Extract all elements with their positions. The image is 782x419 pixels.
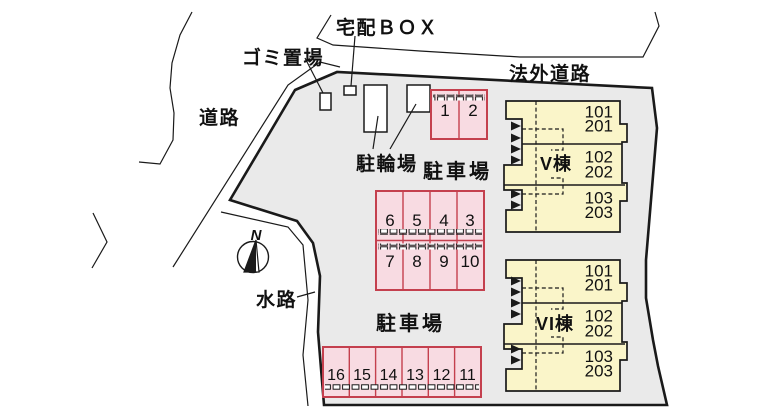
waterway-label: 水路 — [256, 288, 297, 311]
parking-space-10: 10 — [461, 252, 480, 271]
delivery-box-unit — [343, 85, 357, 96]
parking-block-middle: 6 5 4 3 7 8 9 10 — [375, 190, 485, 291]
garbage-area-label: ゴミ置場 — [242, 46, 324, 69]
parking-space-7: 7 — [385, 252, 394, 271]
parking-space-13: 13 — [406, 367, 424, 384]
waterway-leader — [296, 291, 316, 298]
bicycle-leader-2 — [389, 103, 417, 150]
room-102: 102 — [585, 148, 613, 167]
road-top-label: 法外道路 — [509, 62, 591, 85]
room-202: 202 — [585, 163, 613, 182]
parking-block-bottom: 16 15 14 13 12 11 — [322, 346, 482, 398]
building-v-name: V棟 — [540, 153, 572, 174]
parking-lower-label: 駐車場 — [376, 311, 445, 335]
delivery-box-label: 宅配ＢＯＸ — [336, 16, 439, 39]
parking-space-5: 5 — [412, 211, 421, 230]
compass: N — [236, 227, 270, 274]
parking-space-11: 11 — [459, 367, 476, 384]
building-vi-outline — [503, 259, 628, 392]
parking-space-6: 6 — [385, 211, 394, 230]
waterway-line — [220, 211, 309, 407]
parking-space-1: 1 — [440, 101, 449, 120]
entrance-arrow-icons — [511, 276, 521, 365]
bicycle-parking-label: 駐輪場 — [356, 152, 418, 175]
room-101: 101 — [585, 262, 613, 281]
left-road-line — [138, 11, 193, 165]
parking-space-9: 9 — [439, 252, 448, 271]
road-left-label: 道路 — [199, 106, 240, 129]
bicycle-shed-1 — [363, 84, 388, 133]
entrance-arrow-icons — [511, 121, 521, 210]
wheel-stops — [378, 229, 482, 235]
parking-space-12: 12 — [433, 367, 451, 384]
parking-space-4: 4 — [439, 211, 448, 230]
building-vi-name: VI棟 — [536, 313, 574, 334]
parking-space-3: 3 — [465, 211, 474, 230]
delivery-leader — [350, 35, 356, 87]
building-v-outline — [503, 100, 628, 233]
room-201: 201 — [585, 117, 613, 136]
room-201: 201 — [585, 276, 613, 295]
room-102: 102 — [585, 307, 613, 326]
room-203: 203 — [585, 362, 613, 381]
wheel-stops — [433, 94, 485, 101]
parking-space-14: 14 — [380, 367, 398, 384]
room-101: 101 — [585, 103, 613, 122]
room-103: 103 — [585, 347, 613, 366]
building-v: V棟 101 201 102 202 103 203 — [503, 100, 628, 233]
parking-space-16: 16 — [327, 367, 345, 384]
bicycle-shed-2 — [406, 84, 431, 113]
wheel-stops — [325, 384, 479, 390]
wheel-stops — [378, 243, 482, 250]
room-103: 103 — [585, 189, 613, 208]
parking-space-8: 8 — [412, 252, 421, 271]
garbage-shed — [319, 92, 332, 111]
top-road-line — [316, 11, 660, 58]
left-road-chevron — [91, 212, 108, 269]
map-labels: 道路 法外道路 ゴミ置場 宅配ＢＯＸ 駐輪場 駐車場 駐車場 水路 — [199, 16, 591, 335]
compass-north-label: N — [251, 227, 263, 244]
leader-lines — [296, 35, 417, 298]
room-202: 202 — [585, 322, 613, 341]
road-lines — [91, 11, 660, 407]
garbage-leader — [304, 57, 324, 94]
building-vi: VI棟 101 201 102 202 103 203 — [503, 259, 628, 392]
parking-upper-label: 駐車場 — [423, 159, 492, 183]
parking-block-top: 1 2 — [430, 89, 488, 140]
left-parcel-edge-line — [172, 61, 341, 268]
parking-space-2: 2 — [468, 101, 477, 120]
bicycle-leader-1 — [372, 115, 379, 150]
compass-needle-icon — [244, 240, 256, 272]
room-203: 203 — [585, 203, 613, 222]
parking-space-15: 15 — [353, 367, 371, 384]
